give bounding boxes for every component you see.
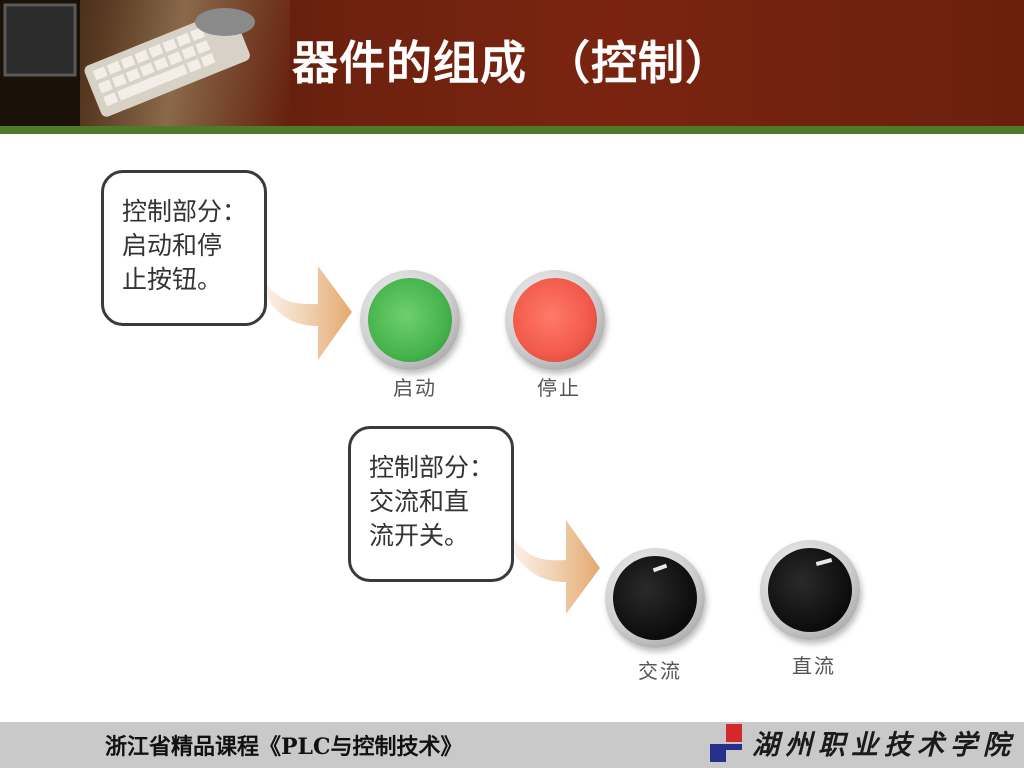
ac-switch-face — [613, 556, 697, 640]
callout-line: 交流和直 — [369, 487, 470, 516]
callout-line: 控制部分： — [122, 197, 248, 226]
switch-indicator-mark — [815, 557, 833, 567]
stop-button[interactable] — [505, 270, 605, 370]
header-stripe — [0, 126, 1024, 134]
dc-switch[interactable] — [760, 540, 860, 640]
keyboard-photo — [0, 0, 290, 126]
school-name: 湖州职业技术学院 — [752, 730, 1016, 761]
callout-start-stop: 控制部分： 启动和停 止按钮。 — [101, 170, 267, 326]
course-title: 浙江省精品课程《PLC与控制技术》 — [105, 734, 463, 760]
switch-indicator-mark — [652, 563, 668, 573]
callout-line: 控制部分： — [369, 453, 495, 482]
start-button[interactable] — [360, 270, 460, 370]
start-button-face — [368, 278, 452, 362]
stop-button-face — [513, 278, 597, 362]
callout-line: 启动和停 — [122, 231, 223, 260]
page-title: 器件的组成 （控制） — [292, 36, 733, 90]
ac-switch-label: 交流 — [638, 659, 682, 683]
header-banner: 器件的组成 （控制） — [0, 0, 1024, 126]
arrow-to-ac-switch — [496, 488, 600, 614]
start-button-label: 启动 — [393, 376, 437, 400]
ac-switch[interactable] — [605, 548, 705, 648]
dc-switch-face — [768, 548, 852, 632]
callout-line: 止按钮。 — [122, 265, 223, 294]
footer-bar: 浙江省精品课程《PLC与控制技术》 — [0, 722, 1024, 768]
arrow-to-start-button — [248, 232, 352, 360]
dc-switch-label: 直流 — [792, 654, 836, 678]
callout-ac-dc: 控制部分： 交流和直 流开关。 — [348, 426, 514, 582]
school-logo-icon — [710, 724, 746, 764]
callout-line: 流开关。 — [369, 521, 470, 550]
stop-button-label: 停止 — [537, 376, 581, 400]
